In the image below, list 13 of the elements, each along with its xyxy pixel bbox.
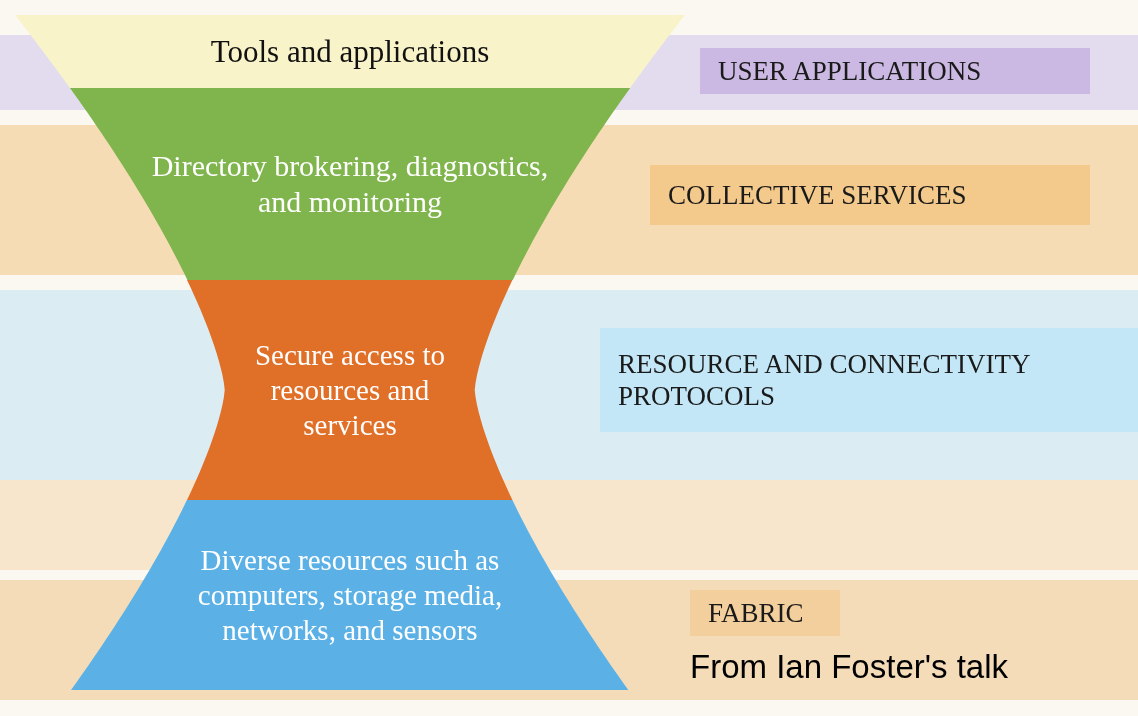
layer-text: Secure access to resources and services [253, 337, 446, 443]
layer-text: Tools and applications [209, 32, 491, 71]
layer-name: FABRIC [708, 596, 805, 630]
layer-band [600, 328, 1138, 432]
source-note: From Ian Foster's talk [690, 648, 1009, 686]
layer-name: USER APPLICATIONS [718, 54, 983, 88]
layer-name: RESOURCE AND CONNECTIVITY PROTOCOLS [618, 347, 1031, 413]
layer-name: COLLECTIVE SERVICES [668, 178, 968, 212]
layer-text: Diverse resources such as computers, storage media, networks, and sensors [196, 542, 504, 648]
layer-text: Directory brokering, diagnostics, and monitoring [150, 148, 550, 220]
layer-band [650, 165, 1090, 225]
layer-band [700, 48, 1090, 94]
layer-band [690, 590, 840, 636]
